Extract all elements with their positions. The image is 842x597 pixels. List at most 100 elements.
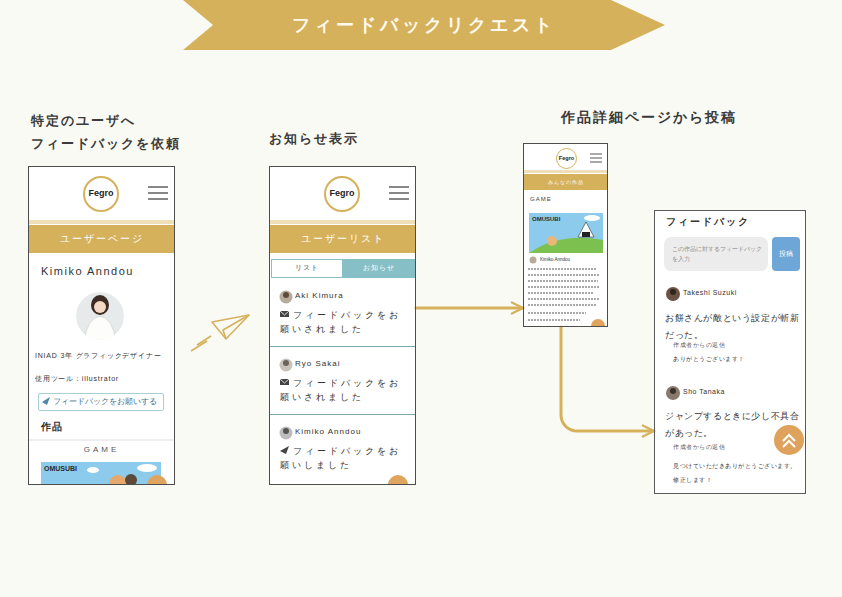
separator-line <box>29 440 174 441</box>
button-text: 投稿 <box>772 237 800 271</box>
tab: リスト <box>271 259 343 278</box>
menu-icon <box>148 186 168 187</box>
feedback-panel: フィードバックTakeshi Suzukiお餅さんが敵という設定が斬新だった。作… <box>654 210 806 494</box>
description-lines <box>528 280 598 281</box>
game-illustration <box>529 213 605 326</box>
header-strip <box>29 220 174 224</box>
notification-row: Kimiko Anndouフィードバックをお願いしました <box>270 415 415 484</box>
game-illustration <box>137 464 157 472</box>
button-icon <box>42 397 50 405</box>
header-strip <box>29 170 607 224</box>
header-strip <box>270 220 415 224</box>
message-icon <box>280 379 289 383</box>
profile-photo <box>94 301 106 313</box>
game-illustration <box>41 462 167 484</box>
menu-icon <box>590 162 602 163</box>
user-avatar <box>666 386 680 400</box>
user-avatar <box>280 257 681 440</box>
scroll-button <box>774 425 804 455</box>
category-label: GAME <box>530 196 552 204</box>
logo-badge: Fegro <box>83 176 119 212</box>
game-illustration <box>591 319 605 326</box>
logo-text: Fegro <box>326 178 358 210</box>
reply-text: 見つけていただきありがとうございます。修正します！ <box>673 459 801 487</box>
user-name: Kimiko Anndou <box>540 257 570 263</box>
profile-photo <box>91 295 109 315</box>
request-button: フィードバックをお願いする <box>38 393 164 411</box>
paper-plane <box>191 315 249 351</box>
placeholder-text: この作品に対するフィードバックを入力 <box>672 244 762 264</box>
profile-photo <box>84 316 116 342</box>
description-lines <box>528 312 586 313</box>
menu-icon <box>148 198 168 199</box>
category-label: GAME <box>29 445 174 455</box>
header-band: ユーザーリスト <box>270 225 415 253</box>
section-label: 作品 <box>41 421 63 434</box>
user-avatar <box>280 359 293 372</box>
game-illustration <box>547 236 557 246</box>
button-icon <box>42 397 50 405</box>
game-illustration <box>584 215 600 221</box>
user-avatar <box>283 428 289 434</box>
notice-text: フィードバックをお願いされました <box>280 308 406 336</box>
flow-arrow <box>416 307 523 310</box>
user-name: Aki Kimura <box>295 291 344 301</box>
message-icon <box>280 311 289 315</box>
user-avatar <box>670 388 676 394</box>
message-icon <box>280 311 289 317</box>
game-illustration <box>147 475 167 484</box>
header-band: ユーザーページ <box>29 225 174 253</box>
notice-text: フィードバックをお願いしました <box>280 444 406 472</box>
user-name: Ryo Sakai <box>295 359 340 369</box>
user-avatar <box>280 291 293 304</box>
game-illustration <box>582 232 590 237</box>
game-title: OMUSUBI <box>44 465 77 474</box>
paper-plane <box>191 336 211 351</box>
comment-text: お餅さんが敵という設定が斬新だった。 <box>665 310 803 344</box>
game-thumbnail: OMUSUBI <box>529 213 603 253</box>
description-lines <box>528 292 594 293</box>
text-input: この作品に対するフィードバックを入力 <box>664 237 768 271</box>
screen-fill <box>269 166 416 485</box>
game-illustration <box>529 213 603 253</box>
phone-screen: 特定のユーザへ フィードバックを依頼Kimiko AnndouINIAD 3年 … <box>28 166 175 485</box>
game-illustration <box>529 238 603 253</box>
game-illustration <box>125 474 137 484</box>
screen-fill <box>28 143 806 494</box>
screen-fill <box>28 166 175 485</box>
tab-text: リスト <box>272 260 342 277</box>
description-lines <box>528 268 596 269</box>
paper-plane <box>223 315 249 339</box>
scroll-button <box>388 475 408 484</box>
user-name: Sho Tanaka <box>683 388 725 397</box>
step-heading: 特定のユーザへ フィードバックを依頼 <box>31 109 206 155</box>
phone-screen: お知らせ表示Fegroユーザーリストリストお知らせAki Kimuraフィードバ… <box>269 166 416 485</box>
game-title: OMUSUBI <box>532 216 560 224</box>
post-button: 投稿 <box>772 237 800 271</box>
reply-label: 作成者からの返信 <box>673 342 725 350</box>
reply-text: ありがとうございます！ <box>673 356 745 364</box>
reply-label: 作成者からの返信 <box>673 444 725 452</box>
menu-icon <box>389 198 409 199</box>
profile-text: 使用ツール：illustrator <box>35 375 119 384</box>
user-name: Kimiko Anndou <box>41 265 134 279</box>
paper-plane <box>212 315 249 339</box>
step-heading: お知らせ表示 <box>269 131 359 147</box>
title-ribbon: フィードバックリクエスト <box>183 0 665 50</box>
description-lines <box>528 269 600 320</box>
menu-icon <box>389 186 409 187</box>
game-illustration <box>87 467 99 473</box>
screen-fill <box>654 210 806 494</box>
logo-text: Fegro <box>85 178 117 210</box>
message-icon <box>280 379 289 385</box>
notification-row: Aki Kimura フィードバックをお願いされました <box>270 279 415 347</box>
band-text: ユーザーページ <box>29 225 174 253</box>
scroll-button <box>388 475 408 484</box>
menu-icon <box>590 154 602 155</box>
user-avatar <box>283 292 289 298</box>
button-text: フィードバックをお願いする <box>53 397 157 407</box>
band-text: みんなの作品 <box>524 174 607 190</box>
scroll-button <box>783 435 795 447</box>
